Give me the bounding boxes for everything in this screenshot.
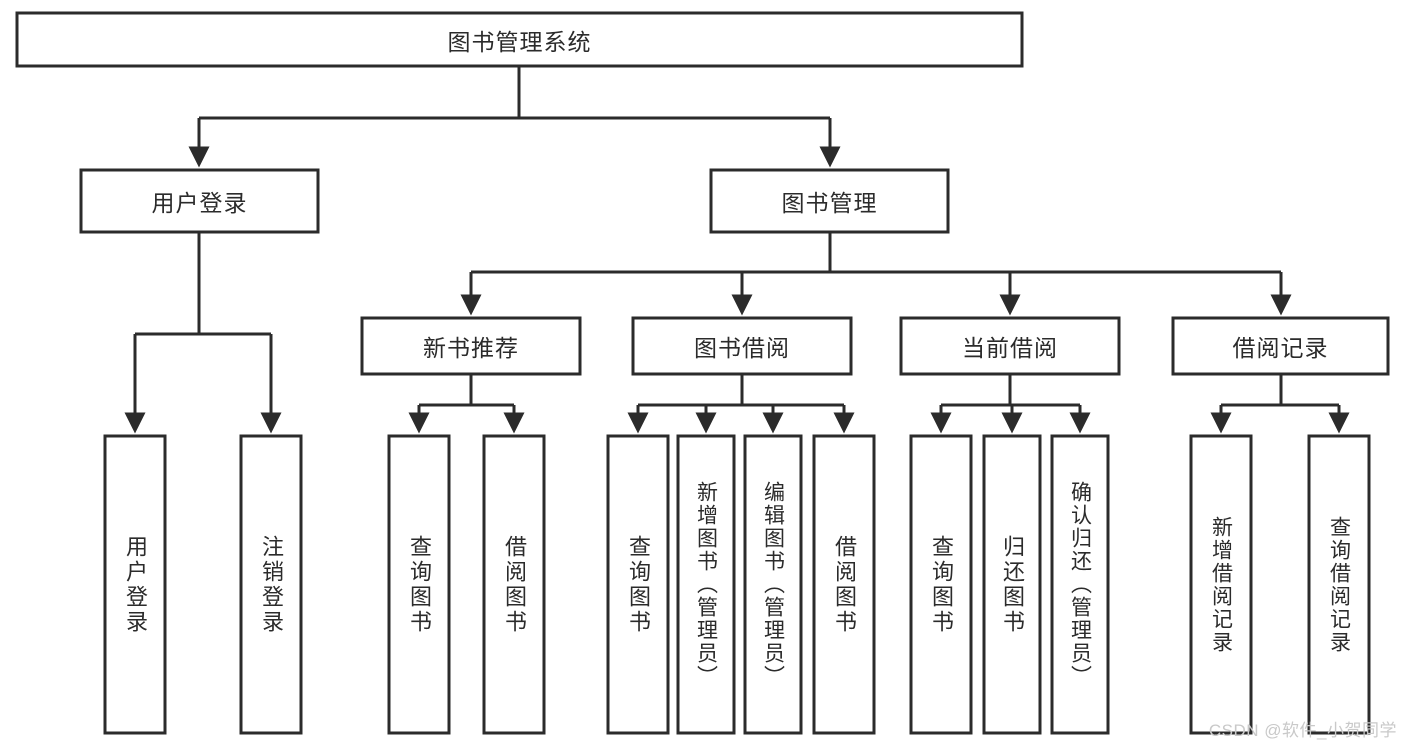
node-box-book-manage[interactable]	[709, 168, 950, 234]
node-box-user-login[interactable]	[79, 168, 320, 234]
node-box-leaf-query-record[interactable]	[1307, 434, 1371, 735]
node-box-leaf-add-book[interactable]	[676, 434, 736, 735]
node-box-leaf-query-book-1[interactable]	[387, 434, 451, 735]
node-box-leaf-borrow-book-2[interactable]	[812, 434, 876, 735]
node-box-leaf-query-book-3[interactable]	[909, 434, 973, 735]
node-box-leaf-query-book-2[interactable]	[606, 434, 670, 735]
connector-lines	[124, 66, 1350, 434]
node-box-leaf-user-login[interactable]	[103, 434, 167, 735]
node-box-root[interactable]	[15, 11, 1024, 68]
node-box-leaf-edit-book[interactable]	[743, 434, 803, 735]
node-box-new-book-recommend[interactable]	[360, 316, 582, 376]
node-box-book-borrow[interactable]	[631, 316, 853, 376]
node-box-leaf-logout[interactable]	[239, 434, 303, 735]
node-box-leaf-return-book[interactable]	[982, 434, 1042, 735]
node-box-borrow-record[interactable]	[1171, 316, 1390, 376]
node-box-leaf-confirm-return[interactable]	[1050, 434, 1110, 735]
csdn-watermark: CSDN @软件_小贺同学	[1208, 721, 1397, 740]
node-boxes	[15, 11, 1390, 735]
node-box-current-borrow[interactable]	[899, 316, 1121, 376]
node-box-leaf-borrow-book-1[interactable]	[482, 434, 546, 735]
node-box-leaf-add-record[interactable]	[1189, 434, 1253, 735]
